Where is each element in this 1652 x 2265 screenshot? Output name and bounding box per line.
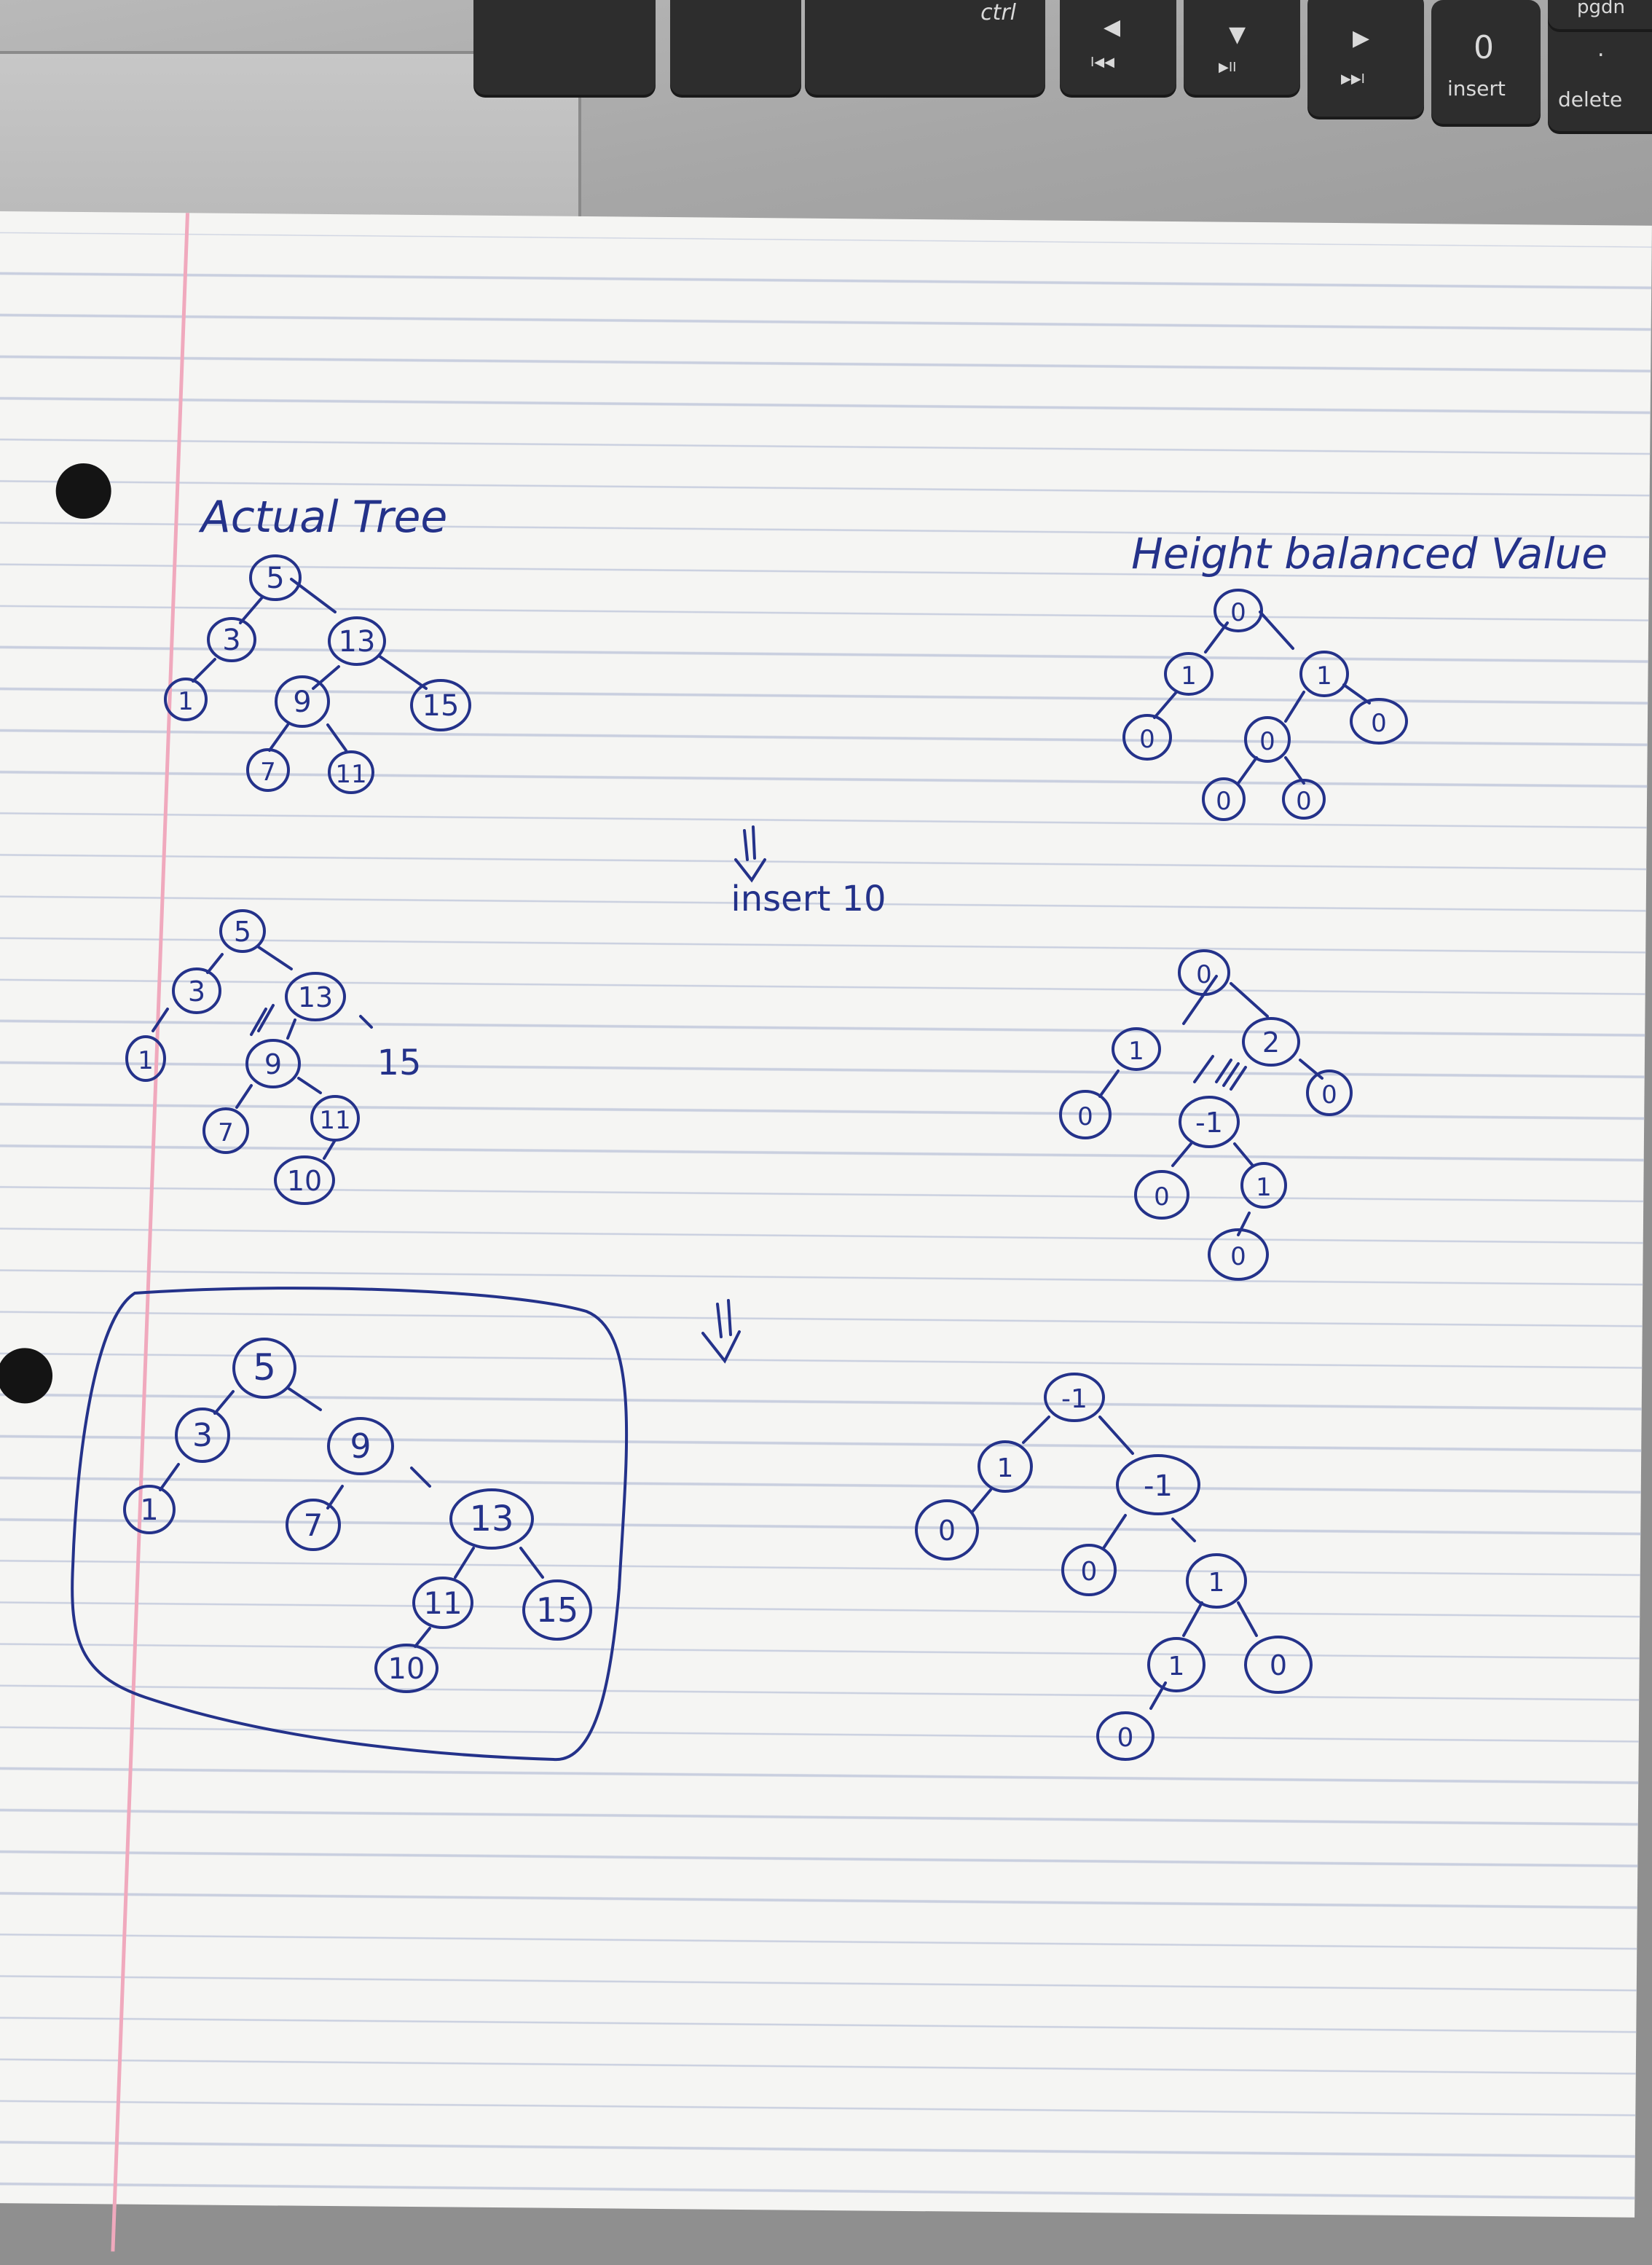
t3-node-1: 1 <box>140 1493 158 1527</box>
b3-right: -1 <box>1144 1469 1173 1503</box>
right-arrow-icon: ▶ <box>1353 25 1370 51</box>
b3-left: 1 <box>997 1453 1014 1483</box>
t1-node-1: 1 <box>178 687 194 716</box>
prev-track-icon: I◀◀ <box>1090 55 1114 70</box>
b2-left: 1 <box>1128 1037 1144 1066</box>
b3-root: -1 <box>1061 1384 1087 1414</box>
b2-rr: 0 <box>1321 1080 1337 1110</box>
t1-node-7: 7 <box>260 758 276 787</box>
t2-node-3: 3 <box>188 976 205 1008</box>
b3-ll: 0 <box>938 1515 956 1547</box>
key-pgdn[interactable]: pgdn <box>1548 0 1652 29</box>
next-track-icon: ▶▶I <box>1341 71 1365 87</box>
t3-node-3: 3 <box>192 1417 213 1454</box>
t2-node-7: 7 <box>218 1118 234 1147</box>
heading-height-balanced: Height balanced Value <box>1131 529 1608 578</box>
b3-rrll: 0 <box>1117 1723 1134 1753</box>
t3-node-10: 10 <box>388 1652 425 1686</box>
b2-rlr: 1 <box>1256 1173 1272 1202</box>
key-prev[interactable]: ◀ I◀◀ <box>1060 0 1176 95</box>
t3-node-7: 7 <box>304 1507 323 1543</box>
key-play[interactable]: ▼ ▶II <box>1184 0 1300 95</box>
t1-node-15: 15 <box>422 689 460 723</box>
key-pgdn-label: pgdn <box>1577 0 1625 18</box>
b2-rll: 0 <box>1154 1182 1170 1212</box>
left-arrow-icon: ◀ <box>1104 15 1121 40</box>
t2-node-10: 10 <box>287 1165 322 1197</box>
t2-node-13: 13 <box>298 981 333 1013</box>
t3-node-11: 11 <box>423 1585 462 1621</box>
handwritten-notes: Actual Tree Height balanced Value insert… <box>71 492 1608 1762</box>
laptop-body: ctrl ◀ I◀◀ ▼ ▶II ▶ ▶▶I 0 insert . delete… <box>0 0 1652 240</box>
b2-right: 2 <box>1262 1026 1280 1059</box>
b3-rr: 1 <box>1208 1568 1225 1598</box>
key-delete-label: delete <box>1558 87 1623 111</box>
key-blank[interactable] <box>473 0 656 95</box>
b3-rrr: 0 <box>1270 1649 1287 1681</box>
t2-node-11: 11 <box>319 1106 350 1135</box>
key-insert[interactable]: 0 insert <box>1431 0 1541 124</box>
t3-node-15: 15 <box>536 1590 579 1630</box>
t2-node-15: 15 <box>377 1043 421 1083</box>
key-ctrl[interactable]: ctrl <box>805 0 1045 95</box>
keyboard-row: ctrl ◀ I◀◀ ▼ ▶II ▶ ▶▶I 0 insert . delete… <box>0 0 1652 131</box>
key-ctrl-label: ctrl <box>980 0 1016 25</box>
b1-right: 1 <box>1316 662 1332 691</box>
t1-node-5: 5 <box>266 562 284 595</box>
t2-node-9: 9 <box>264 1048 282 1080</box>
t1-node-11: 11 <box>335 760 366 789</box>
key-insert-label: insert <box>1447 76 1506 101</box>
b3-rl: 0 <box>1081 1557 1098 1587</box>
key-zero-label: 0 <box>1474 29 1494 66</box>
play-pause-icon: ▶II <box>1219 60 1237 75</box>
b1-rll: 0 <box>1216 787 1232 816</box>
b2-rl: -1 <box>1195 1107 1223 1139</box>
b1-root: 0 <box>1230 598 1246 627</box>
b1-rr: 0 <box>1371 709 1387 738</box>
b1-rlr: 0 <box>1296 787 1312 816</box>
insert-label: insert 10 <box>731 879 886 919</box>
key-dot-label: . <box>1597 36 1605 62</box>
b3-rrl: 1 <box>1168 1652 1185 1681</box>
t2-node-1: 1 <box>138 1046 154 1075</box>
down-arrow-icon: ▼ <box>1229 22 1246 47</box>
t1-node-3: 3 <box>222 624 240 657</box>
b1-left: 1 <box>1181 662 1197 691</box>
b1-rl: 0 <box>1259 727 1275 756</box>
b2-root: 0 <box>1196 960 1212 989</box>
b1-ll: 0 <box>1139 725 1155 754</box>
key-next[interactable]: ▶ ▶▶I <box>1307 0 1424 117</box>
heading-actual-tree: Actual Tree <box>198 492 448 543</box>
b2-ll: 0 <box>1077 1102 1093 1131</box>
t3-node-9: 9 <box>350 1426 371 1466</box>
t1-node-9: 9 <box>293 686 311 719</box>
t3-node-13: 13 <box>469 1499 514 1539</box>
key-blank-2[interactable] <box>670 0 801 95</box>
t2-node-5: 5 <box>234 916 251 948</box>
t3-node-5: 5 <box>253 1346 276 1389</box>
t1-node-13: 13 <box>339 625 376 659</box>
b2-rlrl: 0 <box>1230 1242 1246 1271</box>
